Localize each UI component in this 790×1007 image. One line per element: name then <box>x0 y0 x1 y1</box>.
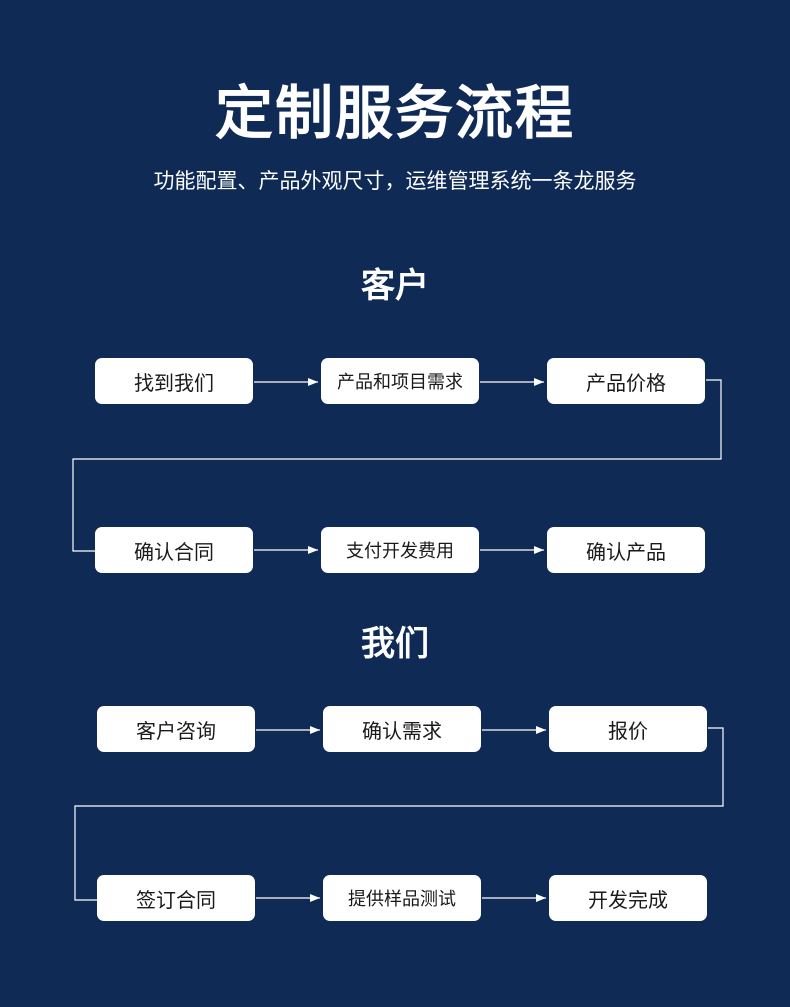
section-title-customer: 客户 <box>361 266 429 306</box>
step-development-complete: 开发完成 <box>549 875 707 921</box>
connector-quote-to-sign <box>74 727 724 901</box>
step-customer-consultation: 客户咨询 <box>97 706 255 752</box>
page-subtitle: 功能配置、产品外观尺寸，运维管理系统一条龙服务 <box>153 169 637 193</box>
step-provide-sample-test: 提供样品测试 <box>323 875 481 921</box>
step-find-us: 找到我们 <box>95 358 253 404</box>
step-confirm-product: 确认产品 <box>547 527 705 573</box>
page-title: 定制服务流程 <box>214 79 575 147</box>
step-product-price: 产品价格 <box>547 358 705 404</box>
step-confirm-needs: 确认需求 <box>323 706 481 752</box>
step-pay-development-fee: 支付开发费用 <box>321 527 479 573</box>
step-product-requirements: 产品和项目需求 <box>321 358 479 404</box>
step-quotation: 报价 <box>549 706 707 752</box>
step-sign-contract: 签订合同 <box>97 875 255 921</box>
section-title-us: 我们 <box>361 624 429 664</box>
step-confirm-contract: 确认合同 <box>95 527 253 573</box>
connector-price-to-contract <box>72 379 722 552</box>
